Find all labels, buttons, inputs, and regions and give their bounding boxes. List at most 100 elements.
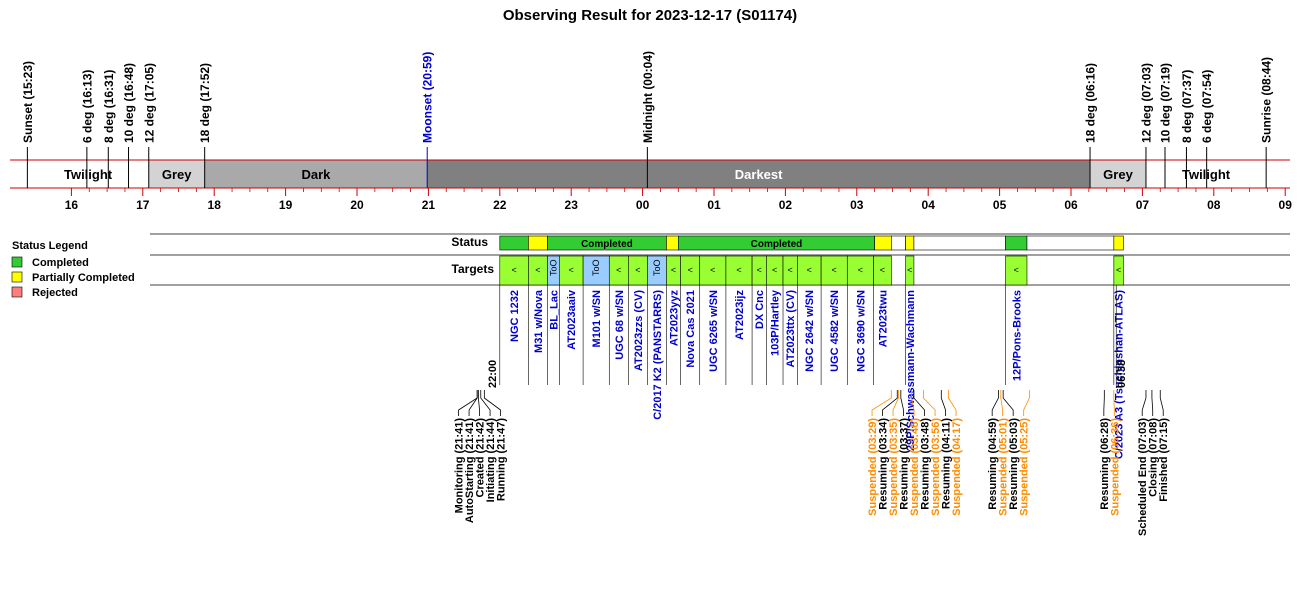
sun-event-label: 6 deg (16:13) — [80, 70, 94, 143]
target-start-mark: < — [736, 265, 741, 275]
sky-band-grey — [1090, 160, 1146, 188]
event-leader-line — [882, 390, 898, 416]
target-start-mark: < — [772, 265, 777, 275]
status-event-label: Suspended (03:56) — [930, 418, 942, 516]
event-leader-line — [911, 390, 915, 416]
sky-band-label: Grey — [1103, 167, 1133, 182]
event-leader-line — [892, 390, 899, 416]
target-name: UGC 4582 w/SN — [829, 290, 841, 372]
start-time-label: 22:00 — [487, 360, 499, 388]
status-event-label: Suspended (03:29) — [867, 418, 879, 516]
target-name: 12P/Pons-Brooks — [1011, 290, 1023, 381]
sky-band-dark — [204, 160, 428, 188]
hour-tick-label: 19 — [279, 198, 293, 212]
status-block — [666, 235, 679, 251]
status-event-label: Resuming (03:34) — [878, 418, 890, 510]
sky-band-twilight — [1145, 160, 1267, 188]
sky-band-grey — [148, 160, 205, 188]
too-badge: ToO — [591, 259, 601, 276]
hour-tick-label: 22 — [493, 198, 507, 212]
status-event-label: Suspended (05:01) — [998, 418, 1010, 516]
target-name: NGC 3690 w/SN — [855, 290, 867, 372]
hour-tick-label: 20 — [350, 198, 364, 212]
sky-band-label: Dark — [301, 167, 331, 182]
target-start-mark: < — [635, 265, 640, 275]
hour-tick-label: 23 — [565, 198, 579, 212]
status-event-label: Suspended (03:35) — [888, 418, 900, 516]
target-block — [725, 255, 753, 286]
event-leader-line — [483, 390, 501, 416]
legend-swatch-completed — [11, 256, 23, 268]
status-block — [1005, 235, 1028, 251]
target-block — [1005, 255, 1028, 286]
status-event-label: Suspended (04:17) — [951, 418, 963, 516]
event-leader-line — [1141, 390, 1147, 416]
target-block — [699, 255, 727, 286]
status-block-label: Completed — [581, 239, 633, 250]
legend-title: Status Legend — [12, 240, 88, 252]
event-leader-line — [913, 390, 925, 416]
target-name: C/2023 A3 (Tsuchinshan-ATLAS) — [1114, 290, 1126, 459]
event-leader-line — [940, 390, 946, 416]
status-event-label: Initiating (21:44) — [485, 418, 497, 503]
status-block — [1026, 235, 1115, 251]
target-name: M101 w/SN — [591, 290, 603, 348]
target-name: M31 w/Nova — [533, 289, 545, 353]
target-start-mark: < — [688, 265, 693, 275]
sun-event-label: Sunset (15:23) — [21, 61, 35, 143]
sun-event-label: Midnight (00:04) — [641, 51, 655, 143]
status-block — [528, 235, 548, 251]
hour-tick-label: 06 — [1064, 198, 1078, 212]
status-block — [1113, 235, 1124, 251]
sun-event-label: 10 deg (07:19) — [1159, 63, 1173, 143]
end-time-label: 06:38 — [1116, 360, 1128, 388]
time-axis-frame — [10, 159, 1290, 189]
hour-tick-label: 08 — [1207, 198, 1221, 212]
sun-event-label: Sunrise (08:44) — [1260, 57, 1274, 143]
sun-event-layer: Sunset (15:23)6 deg (16:13)8 deg (16:31)… — [21, 51, 1274, 188]
legend-swatch-rejected — [11, 286, 23, 298]
sky-band-label: Twilight — [64, 167, 113, 182]
target-name: Nova Cas 2021 — [685, 290, 697, 368]
status-event-label: Resuming (04:59) — [987, 418, 999, 510]
target-start-mark: < — [788, 265, 793, 275]
sky-band-label: Grey — [162, 167, 192, 182]
target-start-mark: < — [1014, 265, 1019, 275]
sun-event-label: 18 deg (06:16) — [1084, 63, 1098, 143]
event-leader-line — [923, 390, 936, 416]
target-block — [1113, 255, 1124, 286]
target-start-mark: < — [858, 265, 863, 275]
hour-tick-label: 02 — [779, 198, 793, 212]
target-block — [905, 255, 915, 286]
target-name: NGC 1232 — [509, 290, 521, 342]
target-start-mark: < — [832, 265, 837, 275]
sun-event-label: 10 deg (16:48) — [122, 63, 136, 143]
hour-tick-label: 05 — [993, 198, 1007, 212]
event-leader-line — [1151, 390, 1154, 416]
legend-label-completed: Completed — [32, 257, 89, 269]
target-block — [846, 255, 874, 286]
event-leader-line — [1159, 390, 1164, 416]
status-block-label: Completed — [751, 239, 803, 250]
status-block — [905, 235, 915, 251]
sun-event-label: 8 deg (07:37) — [1180, 70, 1194, 143]
target-start-mark: < — [1116, 265, 1121, 275]
chart-title: Observing Result for 2023-12-17 (S01174) — [503, 7, 797, 24]
hour-tick-label: 03 — [850, 198, 864, 212]
event-leader-line — [468, 390, 478, 416]
status-event-label: Resuming (05:03) — [1008, 418, 1020, 510]
target-start-mark: < — [757, 265, 762, 275]
sun-event-label: 18 deg (17:52) — [198, 63, 212, 143]
hour-tick-label: 04 — [922, 198, 936, 212]
target-name: UGC 68 w/SN — [614, 290, 626, 360]
status-event-label: AutoStarting (21:41) — [464, 418, 476, 523]
hour-tick-label: 16 — [65, 198, 79, 212]
hour-tick-label: 18 — [208, 198, 222, 212]
target-start-mark: < — [511, 265, 516, 275]
event-leader-line — [991, 390, 999, 416]
sun-event-label: 12 deg (17:05) — [142, 63, 156, 143]
target-start-mark: < — [807, 265, 812, 275]
